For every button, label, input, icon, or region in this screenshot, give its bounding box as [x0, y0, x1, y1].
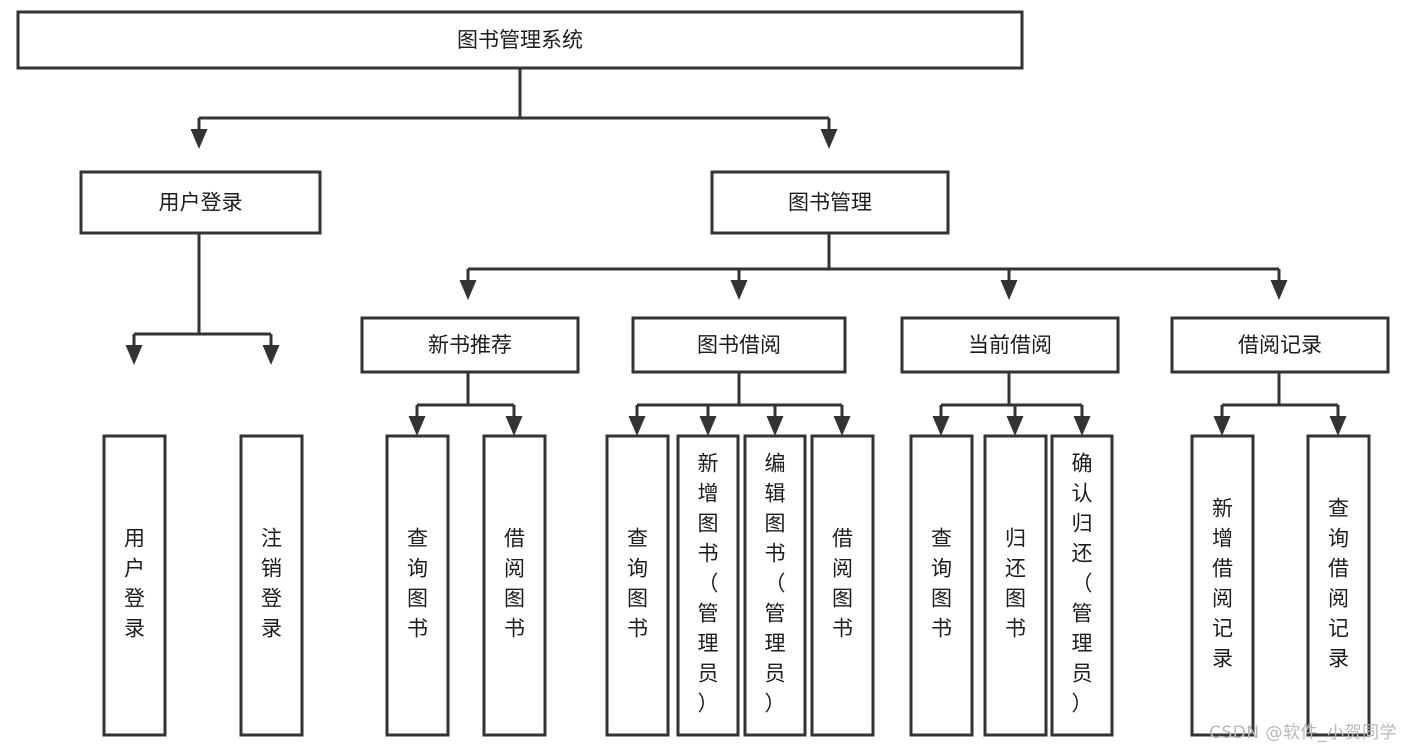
node-box-current-borrow[interactable]: [900, 316, 1120, 374]
node-leaf-user-login[interactable]: 用户登录: [102, 434, 167, 737]
connectors-layer: [125, 68, 1347, 436]
node-leaf-query-book-current[interactable]: 查询图书: [909, 434, 974, 737]
node-label-leaf-query-book: 查询图书: [627, 527, 648, 641]
node-label-book-manage: 图书管理: [788, 191, 872, 215]
node-leaf-return-book[interactable]: 归还图书: [983, 434, 1048, 737]
node-leaf-edit-book-admin[interactable]: 编辑图书（管理员）: [743, 434, 807, 737]
watermark-label: CSDN @软件_小贺同学: [1209, 723, 1397, 743]
node-box-leaf-borrow-book[interactable]: [810, 434, 875, 737]
connector-root-to-level2: [190, 68, 838, 149]
node-box-leaf-user-login[interactable]: [102, 434, 167, 737]
node-label-leaf-logout: 注销登录: [261, 527, 282, 641]
node-label-leaf-borrow-book: 借阅图书: [832, 527, 853, 641]
node-label-leaf-return-book: 归还图书: [1005, 527, 1026, 641]
connector-borrow-record-to-leaves: [1213, 372, 1347, 436]
node-box-root[interactable]: [16, 10, 1024, 70]
node-label-new-book-recommend: 新书推荐: [428, 333, 512, 357]
node-user-login[interactable]: 用户登录: [79, 170, 322, 235]
node-leaf-add-book-admin[interactable]: 新增图书（管理员）: [676, 434, 740, 737]
node-box-book-manage[interactable]: [710, 170, 950, 235]
node-label-leaf-query-book-recommend: 查询图书: [407, 527, 428, 641]
node-box-leaf-logout[interactable]: [239, 434, 304, 737]
node-leaf-confirm-return-admin[interactable]: 确认归还（管理员）: [1050, 434, 1114, 737]
node-box-leaf-borrow-book-recommend[interactable]: [482, 434, 547, 737]
connector-book-borrow-to-leaves: [628, 372, 851, 436]
node-box-leaf-edit-book-admin[interactable]: [743, 434, 807, 737]
node-leaf-logout[interactable]: 注销登录: [239, 434, 304, 737]
connector-book-manage-to-level3: [459, 233, 1288, 300]
node-label-borrow-record: 借阅记录: [1238, 333, 1322, 357]
node-label-leaf-edit-book-admin: 编辑图书（管理员）: [765, 452, 786, 716]
node-box-leaf-query-book[interactable]: [605, 434, 670, 737]
node-current-borrow[interactable]: 当前借阅: [900, 316, 1120, 374]
nodes-layer: 图书管理系统用户登录图书管理新书推荐图书借阅当前借阅借阅记录用户登录注销登录查询…: [16, 10, 1390, 737]
node-box-leaf-return-book[interactable]: [983, 434, 1048, 737]
node-box-book-borrow[interactable]: [631, 316, 847, 374]
node-label-book-borrow: 图书借阅: [697, 333, 781, 357]
node-label-leaf-add-borrow-record: 新增借阅记录: [1212, 497, 1233, 671]
node-box-borrow-record[interactable]: [1170, 316, 1390, 374]
node-book-borrow[interactable]: 图书借阅: [631, 316, 847, 374]
node-leaf-query-borrow-record[interactable]: 查询借阅记录: [1306, 434, 1371, 737]
node-label-leaf-borrow-book-recommend: 借阅图书: [504, 527, 525, 641]
node-leaf-query-book[interactable]: 查询图书: [605, 434, 670, 737]
node-book-manage[interactable]: 图书管理: [710, 170, 950, 235]
node-box-leaf-query-book-current[interactable]: [909, 434, 974, 737]
node-new-book-recommend[interactable]: 新书推荐: [360, 316, 580, 374]
connector-user-login-to-leaves: [125, 233, 280, 365]
node-label-user-login: 用户登录: [159, 191, 243, 215]
node-box-user-login[interactable]: [79, 170, 322, 235]
node-label-leaf-add-book-admin: 新增图书（管理员）: [698, 452, 719, 716]
node-label-current-borrow: 当前借阅: [968, 333, 1052, 357]
node-box-leaf-confirm-return-admin[interactable]: [1050, 434, 1114, 737]
node-box-leaf-query-borrow-record[interactable]: [1306, 434, 1371, 737]
node-box-leaf-add-borrow-record[interactable]: [1190, 434, 1255, 737]
node-root[interactable]: 图书管理系统: [16, 10, 1024, 70]
node-box-leaf-query-book-recommend[interactable]: [385, 434, 450, 737]
node-box-new-book-recommend[interactable]: [360, 316, 580, 374]
node-leaf-add-borrow-record[interactable]: 新增借阅记录: [1190, 434, 1255, 737]
node-leaf-borrow-book[interactable]: 借阅图书: [810, 434, 875, 737]
node-label-leaf-query-book-current: 查询图书: [931, 527, 952, 641]
connector-current-borrow-to-leaves: [932, 372, 1091, 436]
node-borrow-record[interactable]: 借阅记录: [1170, 316, 1390, 374]
node-label-root: 图书管理系统: [457, 28, 583, 52]
node-leaf-query-book-recommend[interactable]: 查询图书: [385, 434, 450, 737]
node-box-leaf-add-book-admin[interactable]: [676, 434, 740, 737]
connector-new-book-recommend-to-leaves: [408, 372, 523, 436]
node-label-leaf-confirm-return-admin: 确认归还（管理员）: [1072, 452, 1093, 716]
node-label-leaf-user-login: 用户登录: [124, 527, 145, 641]
node-leaf-borrow-book-recommend[interactable]: 借阅图书: [482, 434, 547, 737]
node-label-leaf-query-borrow-record: 查询借阅记录: [1328, 497, 1349, 671]
